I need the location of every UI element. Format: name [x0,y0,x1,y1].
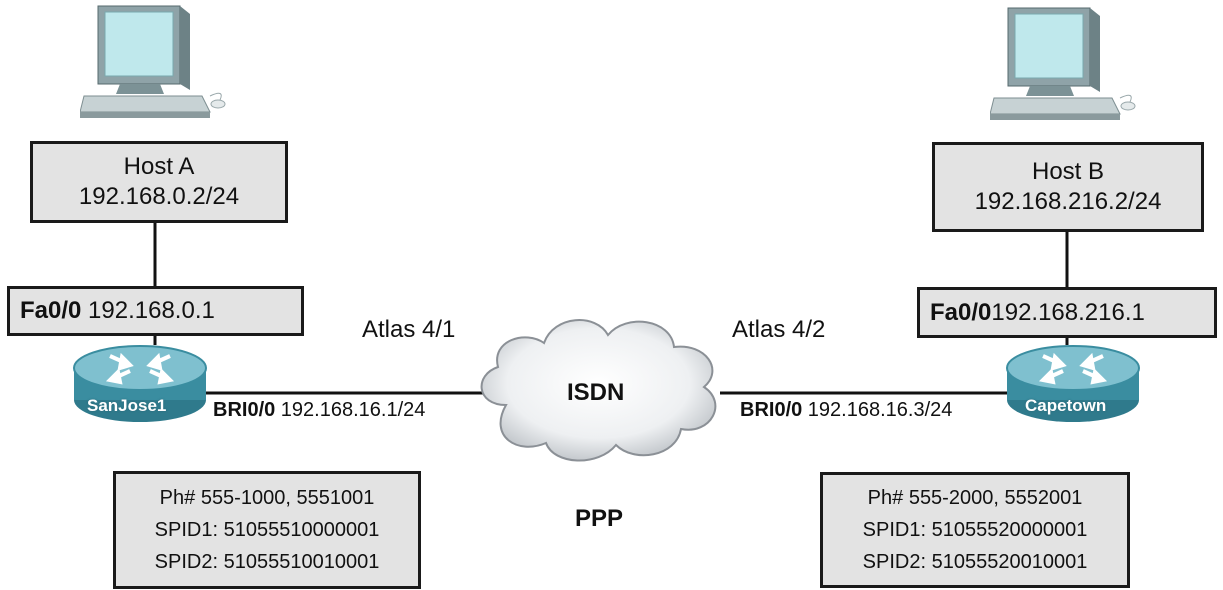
capetown-isdn-info-box: Ph# 555-2000, 5552001 SPID1: 51055520000… [820,472,1130,588]
sanjose-bri-ip: 192.168.16.1/24 [275,399,426,421]
host-b-ip: 192.168.216.2/24 [974,188,1162,215]
router-icon [73,345,207,422]
capetown-bri-interface: BRI0/0 [740,399,803,421]
cloud-icon [480,319,717,462]
capetown-fa-interface: Fa0/0 [930,298,992,326]
ppp-label: PPP [575,505,624,532]
atlas-right-label: Atlas 4/2 [732,316,826,343]
pc-icon [80,5,226,118]
atlas-left-label: Atlas 4/1 [362,316,456,343]
host-a-ip: 192.168.0.2/24 [78,183,240,210]
sanjose-bri-label: BRI0/0 192.168.16.1/24 [213,399,425,422]
host-b-name: Host B [1031,158,1105,185]
capetown-spid1: SPID1: 51055520000001 [862,519,1088,541]
sanjose-fa-ip: 192.168.0.1 [81,297,215,324]
sanjose-isdn-info-box: Ph# 555-1000, 5551001 SPID1: 51055510000… [113,471,421,589]
sanjose-phone: Ph# 555-1000, 5551001 [159,487,375,509]
sanjose-spid1: SPID1: 51055510000001 [154,519,380,541]
capetown-fa-interface-box: Fa0/0 192.168.216.1 [917,287,1217,338]
capetown-fa-ip: 192.168.216.1 [991,298,1145,326]
host-a-box: Host A 192.168.0.2/24 [30,141,288,223]
pc-icon [990,7,1136,120]
sanjose-spid2: SPID2: 51055510010001 [154,551,380,573]
sanjose-bri-interface: BRI0/0 [213,399,276,421]
sanjose-fa-interface: Fa0/0 [20,297,82,324]
host-a-name: Host A [123,153,195,180]
sanjose-fa-interface-box: Fa0/0 192.168.0.1 [7,286,304,336]
capetown-bri-label: BRI0/0 192.168.16.3/24 [740,399,952,422]
sanjose-router-label: SanJose1 [87,396,167,415]
isdn-label: ISDN [567,379,625,406]
capetown-phone: Ph# 555-2000, 5552001 [867,487,1083,509]
router-icon [1006,345,1140,422]
capetown-bri-ip: 192.168.16.3/24 [802,399,953,421]
capetown-router-label: Capetown [1025,396,1107,415]
host-b-box: Host B 192.168.216.2/24 [932,142,1204,232]
capetown-spid2: SPID2: 51055520010001 [862,551,1088,573]
